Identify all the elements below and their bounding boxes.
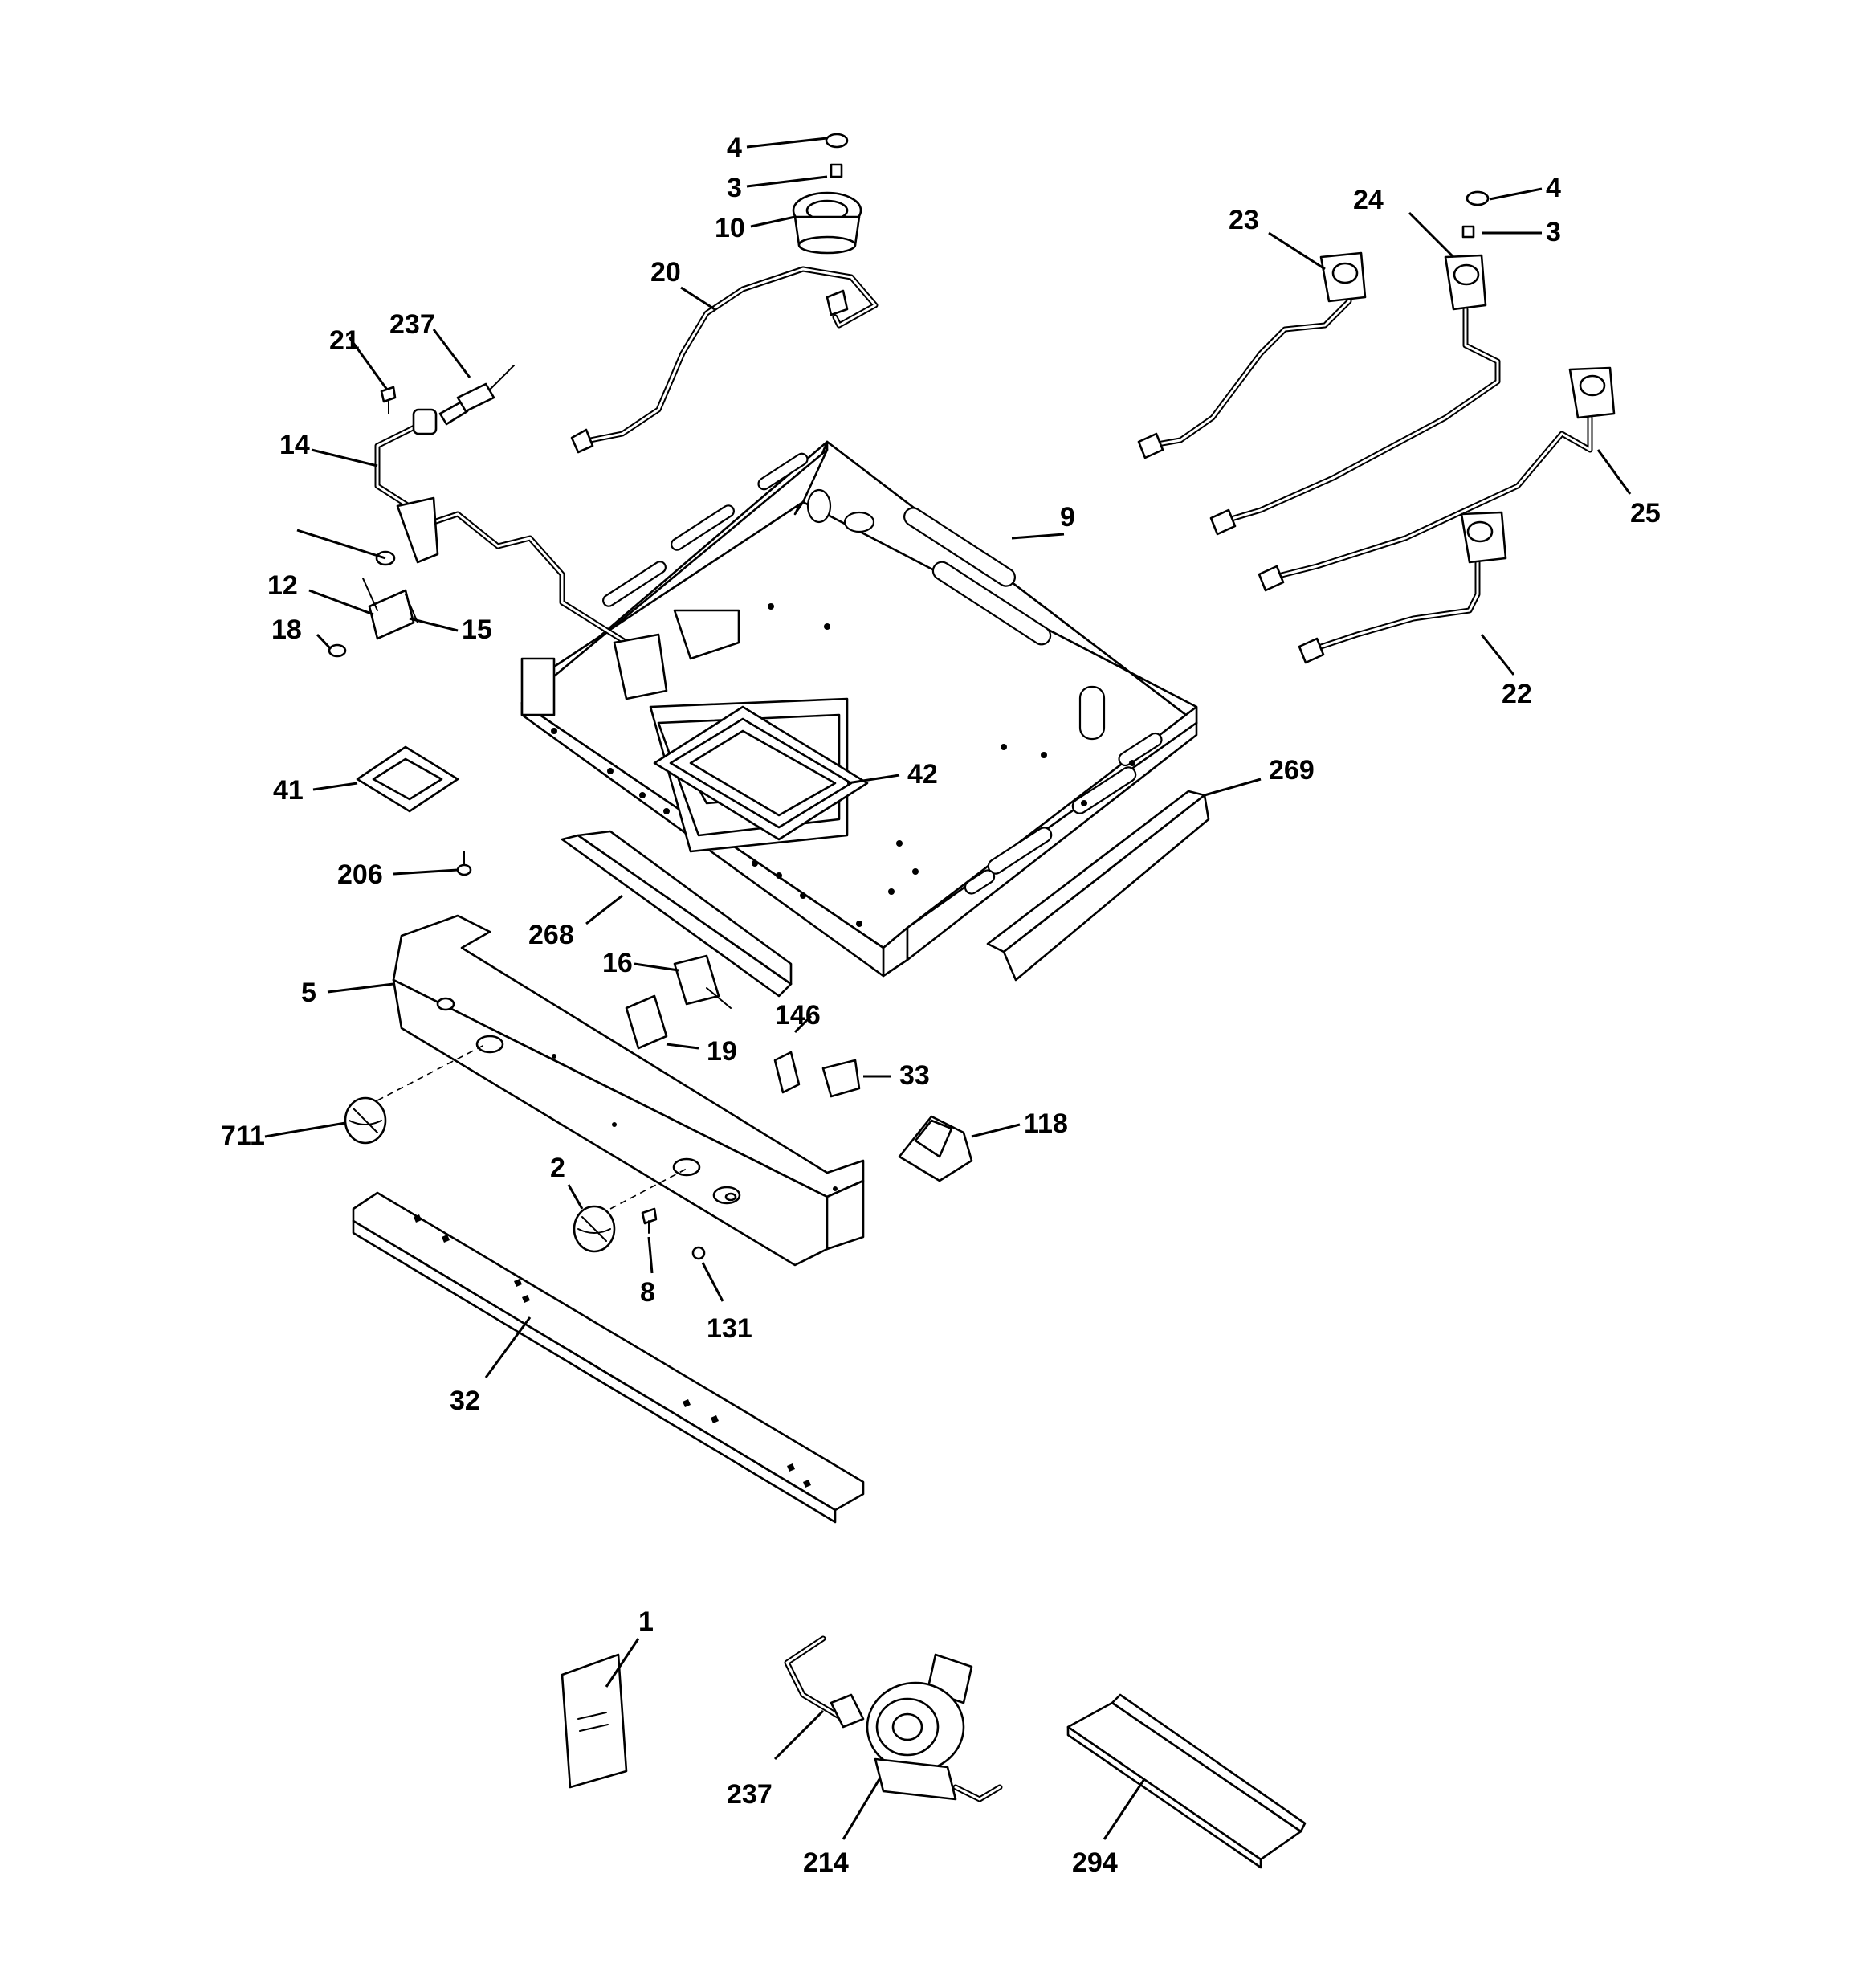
callout-20: 20 bbox=[650, 257, 681, 288]
screw-21 bbox=[380, 386, 397, 414]
manifold-pipe bbox=[374, 408, 668, 700]
nut-screw-right bbox=[1466, 190, 1490, 206]
callout-3-right: 3 bbox=[1546, 217, 1561, 247]
regulator-214 bbox=[784, 1635, 1003, 1802]
callout-146: 146 bbox=[775, 1000, 821, 1031]
fitting-upper bbox=[438, 365, 515, 426]
valve-22 bbox=[1298, 511, 1507, 664]
bracket-19 bbox=[625, 994, 668, 1050]
burner-box-pan bbox=[520, 440, 1198, 978]
literature-envelope-1 bbox=[561, 1653, 628, 1789]
callout-118: 118 bbox=[1024, 1108, 1068, 1139]
angle-strip-268 bbox=[561, 830, 793, 998]
channel-294 bbox=[1066, 1693, 1307, 1869]
callout-22: 22 bbox=[1502, 679, 1532, 709]
knob-711 bbox=[344, 1096, 387, 1145]
burner-tube-20 bbox=[570, 266, 879, 454]
callout-268: 268 bbox=[528, 920, 574, 950]
callout-24: 24 bbox=[1353, 185, 1384, 215]
callout-269: 269 bbox=[1269, 755, 1315, 786]
burner-head-10 bbox=[792, 133, 862, 255]
callout-labels: 4 3 10 20 23 24 4 3 25 22 9 21 237 14 12… bbox=[221, 133, 1661, 1878]
knob-2 bbox=[573, 1205, 616, 1253]
callout-4-right: 4 bbox=[1546, 173, 1561, 203]
callout-18: 18 bbox=[271, 614, 302, 645]
callout-3-top: 3 bbox=[727, 173, 742, 203]
control-panel-5 bbox=[392, 914, 865, 1267]
igniter-switch-16 bbox=[673, 954, 732, 1009]
callout-5: 5 bbox=[301, 978, 316, 1008]
callout-41: 41 bbox=[273, 775, 304, 806]
screw-206 bbox=[456, 851, 472, 876]
callout-32: 32 bbox=[450, 1386, 480, 1416]
callout-19: 19 bbox=[707, 1036, 737, 1067]
callout-214: 214 bbox=[803, 1847, 849, 1878]
callout-25: 25 bbox=[1630, 498, 1661, 529]
callout-23: 23 bbox=[1229, 205, 1259, 235]
callout-10: 10 bbox=[715, 213, 745, 243]
trim-strip-32 bbox=[352, 1191, 865, 1524]
callout-131: 131 bbox=[707, 1313, 752, 1344]
callout-9: 9 bbox=[1060, 502, 1075, 533]
screw-8 bbox=[641, 1207, 658, 1234]
clip-131 bbox=[691, 1246, 706, 1260]
callout-8: 8 bbox=[640, 1277, 655, 1308]
pad-118 bbox=[898, 1115, 973, 1182]
leader-lines bbox=[264, 137, 1632, 1840]
opening-plate bbox=[653, 705, 869, 841]
callout-42: 42 bbox=[907, 759, 938, 790]
callout-206: 206 bbox=[337, 859, 383, 890]
callout-711: 711 bbox=[221, 1121, 265, 1151]
callout-12: 12 bbox=[267, 570, 298, 601]
callout-2: 2 bbox=[550, 1153, 565, 1183]
callout-294: 294 bbox=[1072, 1847, 1118, 1878]
callout-33: 33 bbox=[899, 1060, 930, 1091]
callout-21: 21 bbox=[329, 325, 360, 356]
callout-237-bottom: 237 bbox=[727, 1779, 773, 1810]
callout-237-top: 237 bbox=[389, 309, 435, 340]
callout-4-top: 4 bbox=[727, 133, 742, 163]
valve-23 bbox=[1137, 251, 1367, 459]
callout-1: 1 bbox=[638, 1606, 654, 1637]
callout-14: 14 bbox=[279, 430, 310, 460]
callout-16: 16 bbox=[602, 948, 633, 978]
square-cap-41 bbox=[356, 745, 459, 813]
callout-15: 15 bbox=[462, 614, 492, 645]
clip-33 bbox=[821, 1059, 861, 1098]
clip-146 bbox=[773, 1051, 801, 1094]
valve-25 bbox=[1258, 366, 1616, 592]
valve-bracket-assembly bbox=[328, 550, 418, 658]
